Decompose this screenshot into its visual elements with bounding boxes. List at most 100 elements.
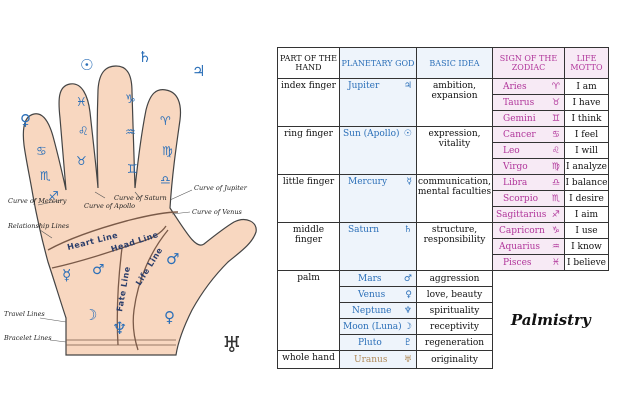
table-row: palm Mars♂ aggression Palmistry xyxy=(277,270,609,369)
god-cell: Sun (Apollo)☉ xyxy=(339,126,417,175)
saturn-icon: ♄ xyxy=(138,48,151,66)
uranus-icon: ♅ xyxy=(222,333,242,358)
motto-cell: I have xyxy=(564,94,609,111)
idea-cell: communication, mental faculties xyxy=(416,174,493,223)
neptune-icon: ♆ xyxy=(112,319,127,339)
venus-icon: ♀ xyxy=(164,308,175,326)
table-row: Leo♌ I will xyxy=(278,142,609,159)
idea-cell: love, beauty xyxy=(416,286,493,303)
cell-text: Moon (Luna) xyxy=(343,321,402,332)
label-curve-jupiter: Curve of Jupiter xyxy=(194,184,248,192)
jupiter-icon: ♃ xyxy=(403,81,412,91)
motto-cell: I balance xyxy=(564,174,609,191)
sign-cell: Libra ♎ xyxy=(492,174,565,191)
cell-text: Pluto xyxy=(358,337,382,348)
cancer-icon: ♋ xyxy=(36,144,47,158)
moon-icon: ☽ xyxy=(403,321,412,332)
cell-text: Taurus xyxy=(503,97,535,108)
table-row: Scorpio♏ I desire xyxy=(278,190,609,207)
sign-cell: Capricorn ♑ xyxy=(492,222,565,239)
motto-cell: I am xyxy=(564,78,609,95)
table-row: Aquarius♒ I know xyxy=(278,238,609,255)
venus-icon: ♀ xyxy=(20,111,31,129)
head-line xyxy=(51,225,167,269)
god-cell: Mercury☿ xyxy=(339,174,417,223)
cell-text: Aries xyxy=(503,81,527,92)
cell-text: Libra xyxy=(503,177,528,188)
cancer-icon: ♋ xyxy=(551,129,560,140)
virgo-icon: ♍ xyxy=(162,144,173,158)
god-cell: Mars ♂ xyxy=(339,270,417,287)
cell-text: Capricorn xyxy=(499,225,545,236)
cell-text: Uranus xyxy=(354,354,388,365)
table-row: Taurus♉ I have xyxy=(278,94,609,111)
part-cell: index finger xyxy=(277,78,340,127)
libra-icon: ♎ xyxy=(551,177,560,188)
cell-text: Sagittarius xyxy=(496,209,547,220)
mars-icon: ♂ xyxy=(403,273,412,284)
motto-cell: I will xyxy=(564,142,609,159)
leo-icon: ♌ xyxy=(78,124,89,138)
part-cell: middle finger xyxy=(277,222,340,271)
part-cell: ring finger xyxy=(277,126,340,175)
sign-cell: Pisces♓ xyxy=(492,254,565,271)
label-bracelet-lines: Bracelet Lines xyxy=(3,334,52,342)
palmistry-table: PART OF THE HAND PLANETARY GOD BASIC IDE… xyxy=(277,47,609,369)
header-idea: BASIC IDEA xyxy=(416,47,493,79)
cell-text: Venus xyxy=(358,289,386,300)
sign-cell: Cancer♋ xyxy=(492,126,565,143)
table-row: Neptune♆ spirituality xyxy=(278,302,609,319)
table-row: ring finger Sun (Apollo)☉ expression, vi… xyxy=(277,126,609,175)
motto-cell: I know xyxy=(564,238,609,255)
idea-cell: aggression xyxy=(416,270,493,287)
life-line xyxy=(132,229,169,351)
taurus-icon: ♉ xyxy=(76,154,87,168)
idea-cell: regeneration xyxy=(416,334,493,351)
sign-cell: Aries ♈ xyxy=(492,78,565,95)
motto-cell: I believe xyxy=(564,254,609,271)
cell-text: Jupiter xyxy=(348,81,380,91)
motto-cell: I desire xyxy=(564,190,609,207)
pisces-icon: ♓ xyxy=(76,95,87,109)
part-cell: palm xyxy=(277,270,340,351)
idea-cell: originality xyxy=(416,350,493,369)
venus-icon: ♀ xyxy=(405,289,412,300)
mars-icon: ♂ xyxy=(166,250,179,268)
table-row: middle finger Saturn♄ structure, respons… xyxy=(277,222,609,271)
table-row: Venus ♀ love, beauty xyxy=(278,286,609,303)
pluto-icon: ♇ xyxy=(403,337,412,348)
sign-cell: Sagittarius ♐ xyxy=(492,206,565,223)
sign-cell: Scorpio♏ xyxy=(492,190,565,207)
table-row: index finger Jupiter♃ ambition, expansio… xyxy=(277,78,609,127)
cell-text: Mars xyxy=(358,273,382,284)
gemini-icon: ♊ xyxy=(551,113,560,124)
leo-icon: ♌ xyxy=(551,145,560,156)
table-row: little finger Mercury☿ communication, me… xyxy=(277,174,609,223)
label-curve-saturn: Curve of Saturn xyxy=(114,194,167,202)
label-relationship: Relationship Lines xyxy=(7,222,70,230)
saturn-icon: ♄ xyxy=(403,225,412,235)
mercury-icon: ☿ xyxy=(62,266,71,284)
part-cell: whole hand xyxy=(277,350,340,369)
hand-illustration: Curve of Mercury Relationship Lines Curv… xyxy=(0,0,270,416)
virgo-icon: ♍ xyxy=(551,161,560,172)
sagittarius-icon: ♐ xyxy=(551,209,560,220)
capricorn-icon: ♑ xyxy=(551,225,560,236)
motto-cell: I analyze xyxy=(564,158,609,175)
idea-cell: spirituality xyxy=(416,302,493,319)
header-motto: LIFE MOTTO xyxy=(564,47,609,79)
aries-icon: ♈ xyxy=(551,81,560,92)
label-travel-lines: Travel Lines xyxy=(4,310,45,318)
label-curve-apollo: Curve of Apollo xyxy=(84,202,135,210)
part-cell: little finger xyxy=(277,174,340,223)
idea-cell: expression, vitality xyxy=(416,126,493,175)
header-sign: SIGN OF THE ZODIAC xyxy=(492,47,565,79)
moon-icon: ☽ xyxy=(84,306,97,324)
heart-line xyxy=(47,211,179,251)
motto-cell: I think xyxy=(564,110,609,127)
neptune-icon: ♆ xyxy=(403,305,412,316)
god-cell: Pluto ♇ xyxy=(339,334,417,351)
idea-cell: structure, responsibility xyxy=(416,222,493,271)
sign-cell: Taurus♉ xyxy=(492,94,565,111)
god-cell: Moon (Luna)☽ xyxy=(339,318,417,335)
